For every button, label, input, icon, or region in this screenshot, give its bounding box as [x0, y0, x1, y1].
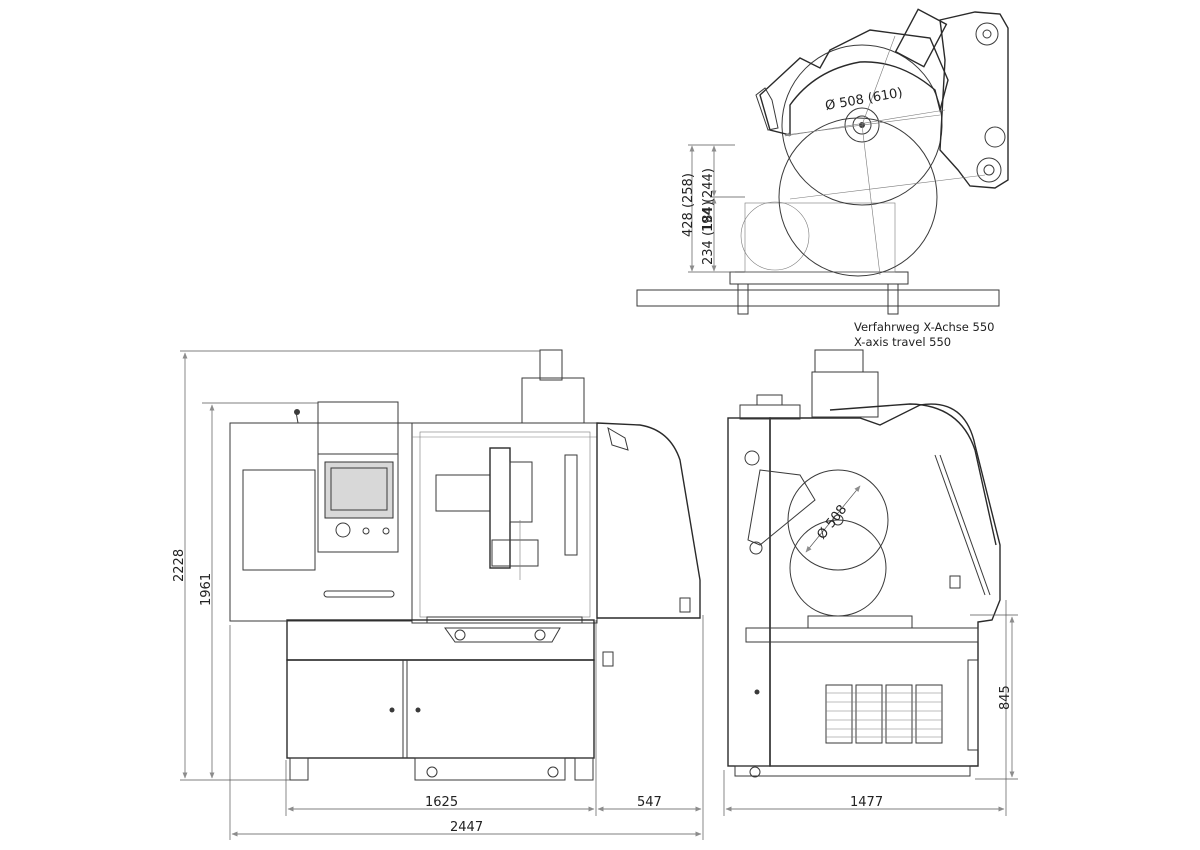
control-knob — [335, 522, 351, 538]
right-hood — [596, 422, 701, 619]
control-screen — [324, 461, 394, 519]
pallet-base — [414, 757, 566, 781]
dim-blade-diameter-top: Ø 508 (610) — [824, 86, 904, 114]
saw-column — [489, 447, 511, 569]
chip-tray — [444, 627, 561, 643]
top-view: 428 (258) 194 (244) 234 (184) Ø 508 (610… — [636, 8, 1009, 315]
control-panel — [317, 453, 399, 553]
left-window — [242, 469, 316, 571]
dim-width-extension: 547 — [637, 795, 662, 810]
side-body — [769, 403, 1001, 767]
note-travel-en: X-axis travel 550 — [854, 335, 951, 349]
side-exhaust — [811, 371, 879, 418]
ventilation-grille — [825, 684, 943, 744]
dim-cut-height-total: 428 (258) — [681, 173, 696, 237]
exhaust-box — [521, 377, 585, 424]
dim-cabinet-height: 1961 — [199, 573, 214, 606]
dim-cut-height-upper: 194 (244) — [701, 168, 716, 232]
dim-blade-diameter-side: Ø 508 — [814, 502, 850, 542]
side-view: Ø 508 — [727, 349, 1001, 778]
side-dimensions: 1477 845 — [723, 600, 1018, 816]
note-travel-de: Verfahrweg X-Achse 550 — [854, 320, 994, 334]
dim-total-width: 2447 — [450, 820, 483, 835]
panel-housing — [317, 401, 399, 455]
dim-overall-height: 2228 — [172, 549, 187, 582]
workpiece-round-small — [740, 201, 810, 271]
saw-head — [435, 474, 491, 512]
work-area — [411, 422, 598, 624]
saw-blade-side — [787, 469, 889, 571]
motor-block — [894, 8, 948, 68]
dim-depth: 1477 — [850, 795, 883, 810]
base-top — [286, 619, 595, 661]
dim-table-height: 845 — [998, 685, 1013, 710]
dim-cut-height-lower: 234 (184) — [701, 201, 716, 265]
side-table — [745, 627, 979, 643]
saw-arm — [939, 11, 1009, 189]
workpiece-round-large — [778, 117, 938, 277]
side-lid — [739, 404, 801, 420]
dim-width-base: 1625 — [425, 795, 458, 810]
workpiece-outline — [744, 202, 896, 273]
blade-guard — [759, 29, 949, 136]
front-dimensions: 2228 1961 1625 547 2447 — [172, 350, 704, 840]
base-rail — [636, 289, 1000, 307]
vise-table — [729, 271, 909, 285]
front-view — [229, 349, 701, 781]
base-cabinet — [286, 659, 595, 759]
